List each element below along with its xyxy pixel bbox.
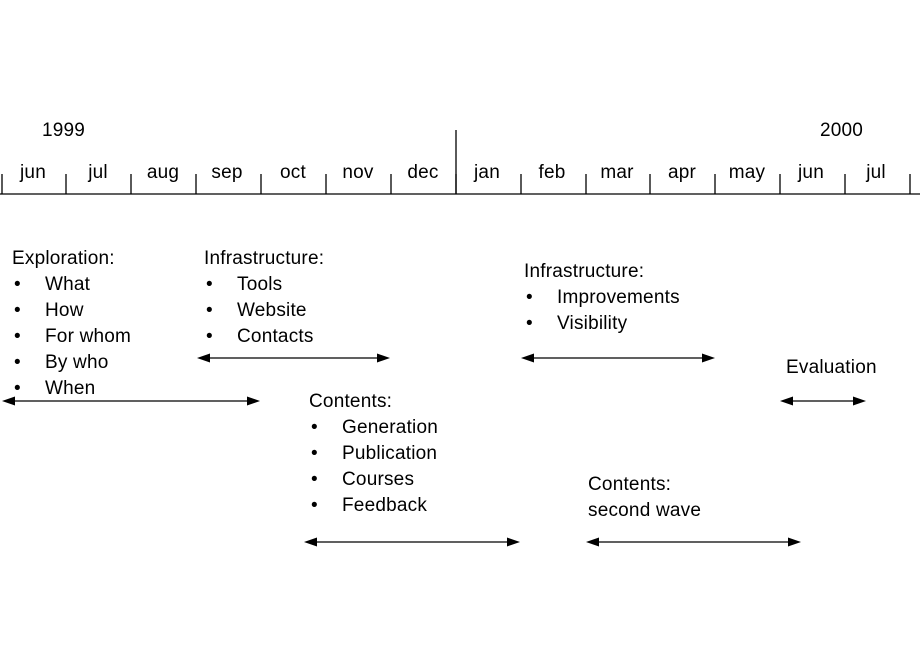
infrastructure-block-1: Infrastructure: •Tools •Website •Contact… (204, 246, 324, 350)
month-label: sep (211, 162, 243, 183)
month-label: jan (474, 162, 500, 183)
exploration-span-arrow (2, 395, 260, 407)
infrastructure-2-span-arrow (521, 352, 715, 364)
block-title: Evaluation (786, 357, 877, 378)
month-label: aug (146, 162, 180, 183)
bullet-icon: • (206, 300, 213, 321)
exploration-block: Exploration: •What •How •For whom •By wh… (12, 246, 131, 402)
list-item: •How (12, 298, 131, 324)
double-arrow-icon (521, 353, 715, 363)
contents-1-span-arrow (304, 536, 520, 548)
list-item: •When (12, 376, 131, 402)
month-label: jul (866, 162, 886, 183)
bullet-icon: • (311, 443, 318, 464)
double-arrow-icon (304, 537, 520, 547)
double-arrow-icon (2, 396, 260, 406)
bullet-icon: • (311, 495, 318, 516)
month-label: dec (407, 162, 439, 183)
bullet-list: •What •How •For whom •By who •When (12, 272, 131, 402)
list-item: •Feedback (309, 493, 438, 519)
bullet-icon: • (526, 313, 533, 334)
month-label: jun (798, 162, 824, 183)
month-label: jun (20, 162, 46, 183)
year-label-1999: 1999 (42, 120, 86, 141)
evaluation-span-arrow (780, 395, 866, 407)
bullet-icon: • (206, 326, 213, 347)
list-item: •What (12, 272, 131, 298)
infrastructure-1-span-arrow (197, 352, 390, 364)
contents-2-span-arrow (586, 536, 801, 548)
bullet-icon: • (14, 326, 21, 347)
bullet-icon: • (311, 469, 318, 490)
month-label: oct (280, 162, 306, 183)
contents-block-1: Contents: •Generation •Publication •Cour… (309, 389, 438, 519)
list-item: •Website (204, 298, 324, 324)
list-item: •Publication (309, 441, 438, 467)
double-arrow-icon (197, 353, 390, 363)
bullet-list: •Improvements •Visibility (524, 285, 680, 337)
block-subtitle: second wave (588, 500, 702, 521)
evaluation-block: Evaluation (786, 355, 877, 381)
contents-block-2: Contents: second wave (588, 472, 701, 524)
block-title: Infrastructure: (524, 261, 645, 282)
block-title: Contents: (309, 391, 393, 412)
double-arrow-icon (586, 537, 801, 547)
month-label: jul (88, 162, 108, 183)
list-item: •Tools (204, 272, 324, 298)
block-title: Infrastructure: (204, 248, 325, 269)
bullet-icon: • (526, 287, 533, 308)
block-title: Contents: (588, 474, 672, 495)
bullet-icon: • (14, 352, 21, 373)
year-label-2000: 2000 (820, 120, 864, 141)
month-label: nov (342, 162, 374, 183)
bullet-list: •Generation •Publication •Courses •Feedb… (309, 415, 438, 519)
list-item: •Generation (309, 415, 438, 441)
month-label: apr (667, 162, 697, 183)
bullet-icon: • (14, 378, 21, 399)
month-label: mar (600, 162, 634, 183)
infrastructure-block-2: Infrastructure: •Improvements •Visibilit… (524, 259, 680, 337)
month-label: may (728, 162, 766, 183)
list-item: •Courses (309, 467, 438, 493)
bullet-icon: • (14, 274, 21, 295)
list-item: •By who (12, 350, 131, 376)
double-arrow-icon (780, 396, 866, 406)
list-item: •For whom (12, 324, 131, 350)
bullet-icon: • (206, 274, 213, 295)
list-item: •Improvements (524, 285, 680, 311)
bullet-icon: • (311, 417, 318, 438)
bullet-list: •Tools •Website •Contacts (204, 272, 324, 350)
bullet-icon: • (14, 300, 21, 321)
list-item: •Visibility (524, 311, 680, 337)
month-label: feb (538, 162, 566, 183)
block-title: Exploration: (12, 248, 115, 269)
list-item: •Contacts (204, 324, 324, 350)
